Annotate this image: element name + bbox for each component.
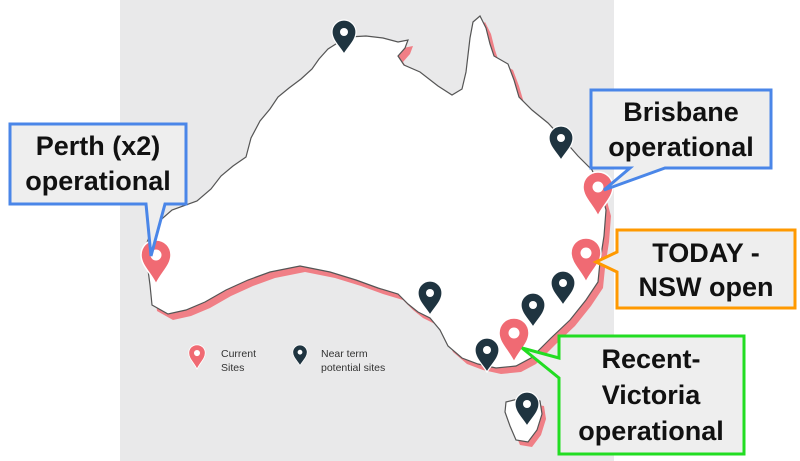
callout-nsw: TODAY - NSW open [592,228,797,310]
legend-potential-line2: potential sites [321,362,385,374]
callout-perth-line2: operational [25,166,171,196]
callout-perth-line1: Perth (x2) [36,131,161,161]
legend-current-line1: Current [221,348,256,360]
callout-victoria-line2: Victoria [602,380,702,410]
map-legend: Current Sites Near term potential sites [188,344,385,374]
callout-nsw-line2: NSW open [639,272,774,302]
callout-victoria-line1: Recent- [601,344,700,374]
callout-victoria-line3: operational [578,416,724,446]
dark-location-pin-icon [292,344,308,366]
callout-brisbane-line1: Brisbane [623,97,739,127]
legend-current-line2: Sites [221,362,244,374]
callout-nsw-line1: TODAY - [652,238,760,268]
pink-location-pin-icon [188,344,206,370]
callout-victoria: Recent- Victoria operational [521,334,746,456]
callout-brisbane: Brisbane operational [589,88,773,192]
callout-perth: Perth (x2) operational [8,122,188,257]
legend-potential-line1: Near term [321,348,368,360]
callout-brisbane-line2: operational [608,132,754,162]
